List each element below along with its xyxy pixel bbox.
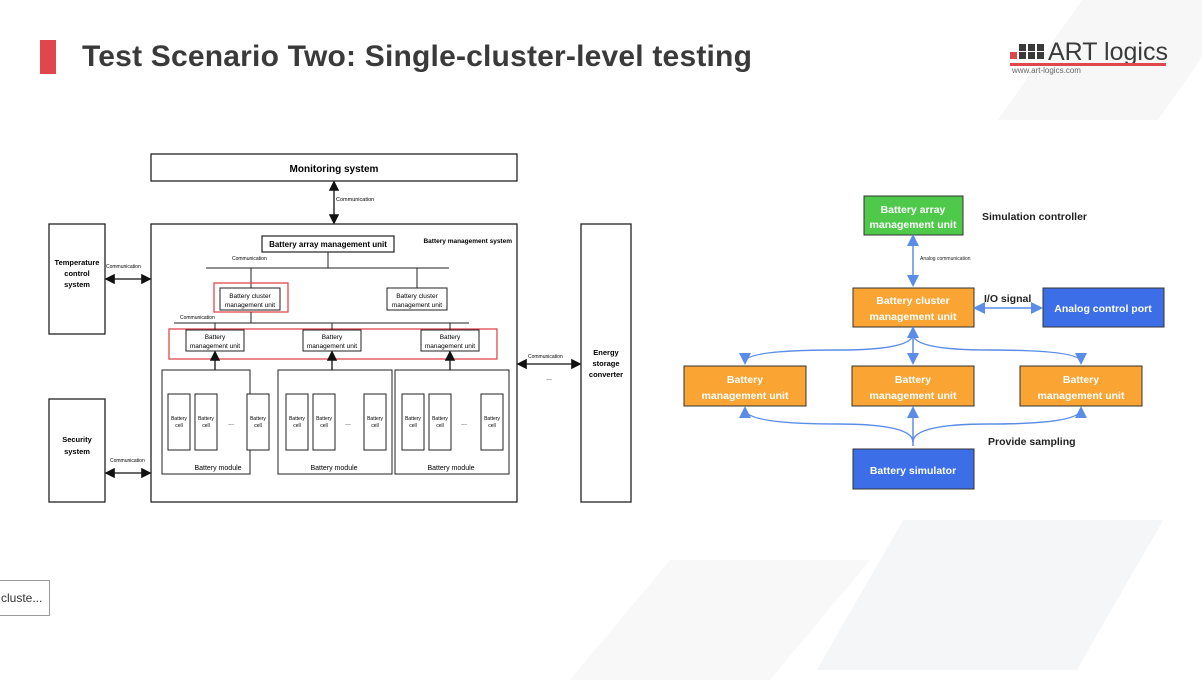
svg-text:management unit: management unit — [702, 390, 789, 402]
svg-text:Communication: Communication — [106, 264, 141, 270]
io-signal-label: I/O signal — [984, 293, 1031, 305]
communication-label: Communication — [232, 256, 267, 262]
svg-text:cell: cell — [293, 423, 301, 429]
svg-text:Communication: Communication — [528, 354, 563, 360]
svg-text:control: control — [64, 269, 89, 278]
svg-text:cell: cell — [320, 423, 328, 429]
array-management-unit-label: Battery array management unit — [269, 240, 387, 249]
svg-text:Analog control port: Analog control port — [1054, 303, 1152, 315]
analog-control-port-node: Analog control port — [1042, 287, 1165, 328]
svg-text:Temperature: Temperature — [55, 258, 100, 267]
array-management-unit-node: Battery array management unit — [863, 195, 964, 236]
simulation-test-diagram: Battery array management unit Simulation… — [677, 136, 1171, 508]
svg-text:Battery array: Battery array — [881, 204, 946, 216]
svg-text:...: ... — [546, 375, 552, 382]
svg-text:cell: cell — [371, 423, 379, 429]
svg-text:management unit: management unit — [307, 343, 357, 350]
svg-text:Communication: Communication — [110, 458, 145, 464]
svg-text:cell: cell — [436, 423, 444, 429]
svg-text:Battery: Battery — [171, 416, 187, 422]
svg-text:storage: storage — [592, 359, 619, 368]
system-architecture-diagram: Monitoring system Communication Battery … — [44, 140, 646, 510]
cluster-management-unit-node: Battery cluster management unit — [852, 287, 975, 328]
svg-text:Battery: Battery — [895, 374, 931, 386]
battery-module-1: Battery cell Battery cell ... Battery ce… — [161, 369, 270, 475]
svg-text:...: ... — [345, 420, 351, 427]
svg-text:Battery: Battery — [484, 416, 500, 422]
svg-text:Battery: Battery — [322, 334, 343, 341]
svg-text:cell: cell — [409, 423, 417, 429]
logo-name: ART logics — [1048, 38, 1168, 66]
svg-text:Battery: Battery — [432, 416, 448, 422]
svg-text:Battery: Battery — [250, 416, 266, 422]
svg-text:Battery cluster: Battery cluster — [876, 295, 950, 307]
svg-text:Battery: Battery — [316, 416, 332, 422]
svg-text:Security: Security — [62, 435, 92, 444]
cluster-management-unit-box — [219, 287, 281, 311]
bmu-node-2: Battery management unit — [851, 365, 975, 407]
analog-communication-label: Analog communication — [920, 256, 971, 262]
bms-label: Battery management system — [423, 238, 512, 245]
svg-text:Battery: Battery — [727, 374, 763, 386]
svg-text:Battery: Battery — [1063, 374, 1099, 386]
truncated-tooltip[interactable]: cluste... — [0, 580, 50, 616]
svg-text:Battery module: Battery module — [310, 465, 357, 472]
communication-label: Communication — [180, 315, 215, 321]
company-logo: ART logics www.art-logics.com — [1010, 38, 1170, 78]
simulation-controller-label: Simulation controller — [982, 211, 1087, 223]
monitoring-system-box: Monitoring system — [150, 153, 518, 182]
svg-text:Battery: Battery — [367, 416, 383, 422]
svg-text:system: system — [64, 447, 90, 456]
svg-text:...: ... — [461, 420, 467, 427]
svg-text:management unit: management unit — [870, 390, 957, 402]
squares-logo-icon — [1010, 44, 1044, 60]
svg-text:management unit: management unit — [870, 311, 957, 323]
svg-text:management unit: management unit — [190, 343, 240, 350]
battery-module-3: Battery cell Battery cell ... Battery ce… — [394, 369, 510, 475]
svg-text:Battery module: Battery module — [194, 465, 241, 472]
slide-title: Test Scenario Two: Single-cluster-level … — [82, 40, 753, 73]
svg-text:converter: converter — [589, 370, 623, 379]
cluster-label-line2: management unit — [225, 302, 275, 309]
svg-text:Battery cluster: Battery cluster — [396, 293, 438, 300]
svg-text:management unit: management unit — [425, 343, 475, 350]
logo-url: www.art-logics.com — [1012, 66, 1081, 75]
temperature-control-system-box: Temperature control system — [48, 223, 106, 335]
title-accent-bar — [40, 40, 56, 74]
battery-module-2: Battery cell Battery cell ... Battery ce… — [277, 369, 393, 475]
bmu-unit-3: Battery management unit — [420, 323, 480, 352]
svg-text:management unit: management unit — [1038, 390, 1125, 402]
logo-underline — [1010, 63, 1166, 66]
svg-text:Battery: Battery — [405, 416, 421, 422]
security-system-box: Security system — [48, 398, 106, 503]
svg-text:cell: cell — [254, 423, 262, 429]
bmu-node-1: Battery management unit — [683, 365, 807, 407]
provide-sampling-label: Provide sampling — [988, 436, 1076, 448]
bmu-node-3: Battery management unit — [1019, 365, 1143, 407]
svg-text:...: ... — [228, 420, 234, 427]
svg-text:Battery: Battery — [198, 416, 214, 422]
monitoring-system-label: Monitoring system — [290, 164, 379, 175]
svg-text:Energy: Energy — [593, 348, 619, 357]
energy-storage-converter-box: Energy storage converter — [580, 223, 632, 503]
communication-label: Communication — [336, 197, 374, 203]
svg-text:system: system — [64, 280, 90, 289]
cluster-management-unit-box — [386, 287, 448, 311]
background-shard — [816, 520, 1164, 670]
battery-simulator-node: Battery simulator — [852, 448, 975, 490]
svg-text:management unit: management unit — [870, 219, 957, 231]
cluster-label-line1: Battery cluster — [229, 293, 271, 300]
svg-text:Battery: Battery — [440, 334, 461, 341]
svg-text:Battery simulator: Battery simulator — [870, 465, 956, 477]
svg-text:management unit: management unit — [392, 302, 442, 309]
svg-text:Battery: Battery — [205, 334, 226, 341]
svg-text:Battery module: Battery module — [427, 465, 474, 472]
svg-text:cell: cell — [488, 423, 496, 429]
svg-text:Battery: Battery — [289, 416, 305, 422]
svg-text:cell: cell — [175, 423, 183, 429]
svg-text:cell: cell — [202, 423, 210, 429]
